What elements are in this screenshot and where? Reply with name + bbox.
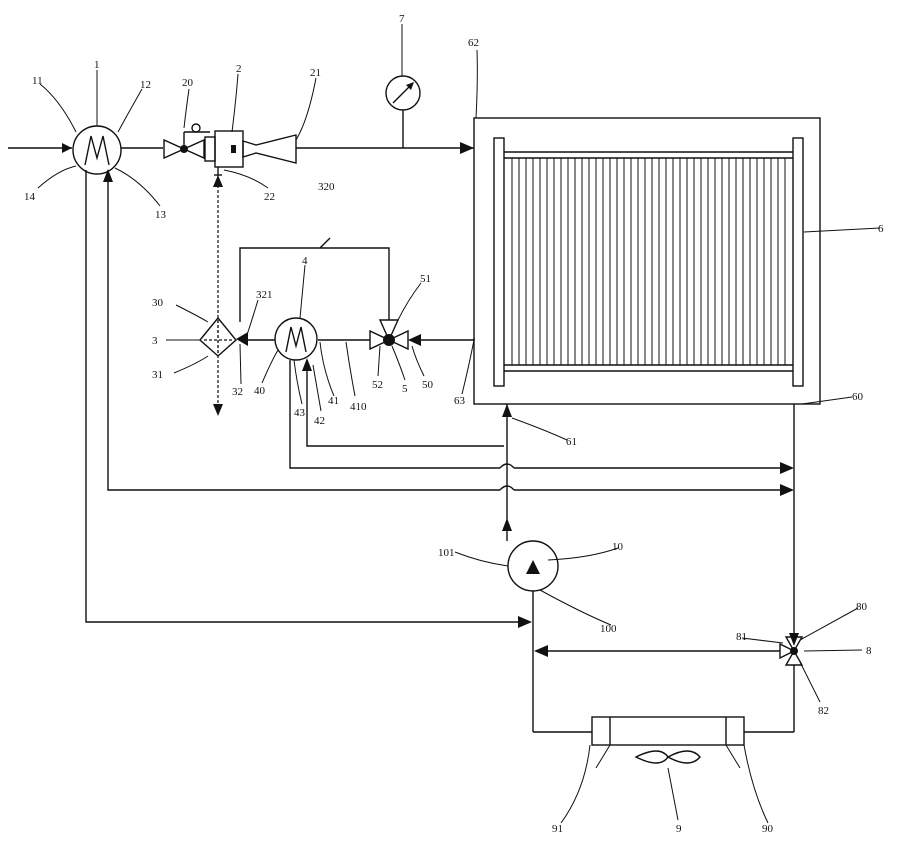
drain-up-arrow bbox=[213, 175, 223, 187]
three-way-valve-5 bbox=[370, 320, 408, 349]
coolant-pump-10 bbox=[508, 541, 558, 591]
hx1-coolant-in-pipe bbox=[108, 170, 500, 490]
pump-out-arrow bbox=[502, 518, 512, 531]
inlet-arrow bbox=[62, 143, 72, 153]
label-60: 60 bbox=[852, 391, 864, 403]
label-6: 6 bbox=[878, 223, 884, 235]
label-14: 14 bbox=[24, 191, 36, 203]
label-81: 81 bbox=[736, 631, 747, 643]
separator-inlet-arrow bbox=[236, 332, 248, 346]
thermostat-valve-8 bbox=[780, 637, 802, 665]
pressure-regulator-2 bbox=[164, 124, 243, 175]
label-61: 61 bbox=[566, 436, 577, 448]
label-3: 3 bbox=[152, 335, 158, 347]
label-21: 21 bbox=[310, 67, 321, 79]
heat-exchanger-4 bbox=[275, 318, 317, 360]
water-separator-3 bbox=[200, 318, 236, 356]
radiator-9 bbox=[592, 717, 744, 745]
label-32: 32 bbox=[232, 386, 243, 398]
label-10: 10 bbox=[612, 541, 624, 553]
label-82: 82 bbox=[818, 705, 829, 717]
label-9: 9 bbox=[676, 823, 682, 835]
label-5: 5 bbox=[402, 383, 408, 395]
label-1: 1 bbox=[94, 59, 100, 71]
label-7: 7 bbox=[399, 13, 405, 25]
label-2: 2 bbox=[236, 63, 242, 75]
fan-icon bbox=[636, 751, 700, 763]
label-62: 62 bbox=[468, 37, 479, 49]
pump-inlet-arrow bbox=[518, 616, 532, 628]
label-50: 50 bbox=[422, 379, 434, 391]
label-320: 320 bbox=[318, 181, 335, 193]
coolant-return-arrow-a bbox=[780, 462, 794, 474]
label-43: 43 bbox=[294, 407, 306, 419]
label-12: 12 bbox=[140, 79, 151, 91]
ejector-nozzle-21 bbox=[243, 135, 296, 163]
pressure-gauge-7 bbox=[386, 76, 420, 148]
coolant-return-arrow-b bbox=[780, 484, 794, 496]
label-100: 100 bbox=[600, 623, 617, 635]
label-20: 20 bbox=[182, 77, 194, 89]
fuel-cell-stack-6 bbox=[474, 118, 820, 404]
label-410: 410 bbox=[350, 401, 367, 413]
stack-inlet-arrow bbox=[460, 142, 474, 154]
label-321: 321 bbox=[256, 289, 273, 301]
anode-return-arrow bbox=[408, 334, 421, 346]
label-40: 40 bbox=[254, 385, 266, 397]
label-31: 31 bbox=[152, 369, 163, 381]
stack-anode-outlet-pipe bbox=[420, 338, 474, 340]
hx1-coolant-arrow bbox=[103, 169, 113, 182]
bypass-leader bbox=[320, 238, 330, 248]
bypass-arrow bbox=[534, 645, 548, 657]
label-52: 52 bbox=[372, 379, 383, 391]
label-101: 101 bbox=[438, 547, 455, 559]
heat-exchanger-1 bbox=[73, 126, 121, 174]
label-8: 8 bbox=[866, 645, 872, 657]
label-42: 42 bbox=[314, 415, 325, 427]
label-41: 41 bbox=[328, 395, 339, 407]
bypass-pipe-320 bbox=[240, 248, 389, 322]
label-80: 80 bbox=[856, 601, 868, 613]
stack-coolant-in-arrow bbox=[502, 404, 512, 417]
label-51: 51 bbox=[420, 273, 431, 285]
label-30: 30 bbox=[152, 297, 164, 309]
hx4-coolant-arrow bbox=[302, 358, 312, 371]
label-4: 4 bbox=[302, 255, 308, 267]
drain-down-arrow bbox=[213, 404, 223, 416]
label-22: 22 bbox=[264, 191, 275, 203]
hx4-coolant-out-pipe bbox=[290, 360, 500, 468]
label-90: 90 bbox=[762, 823, 774, 835]
label-13: 13 bbox=[155, 209, 167, 221]
label-11: 11 bbox=[32, 75, 43, 87]
label-63: 63 bbox=[454, 395, 466, 407]
label-91: 91 bbox=[552, 823, 563, 835]
